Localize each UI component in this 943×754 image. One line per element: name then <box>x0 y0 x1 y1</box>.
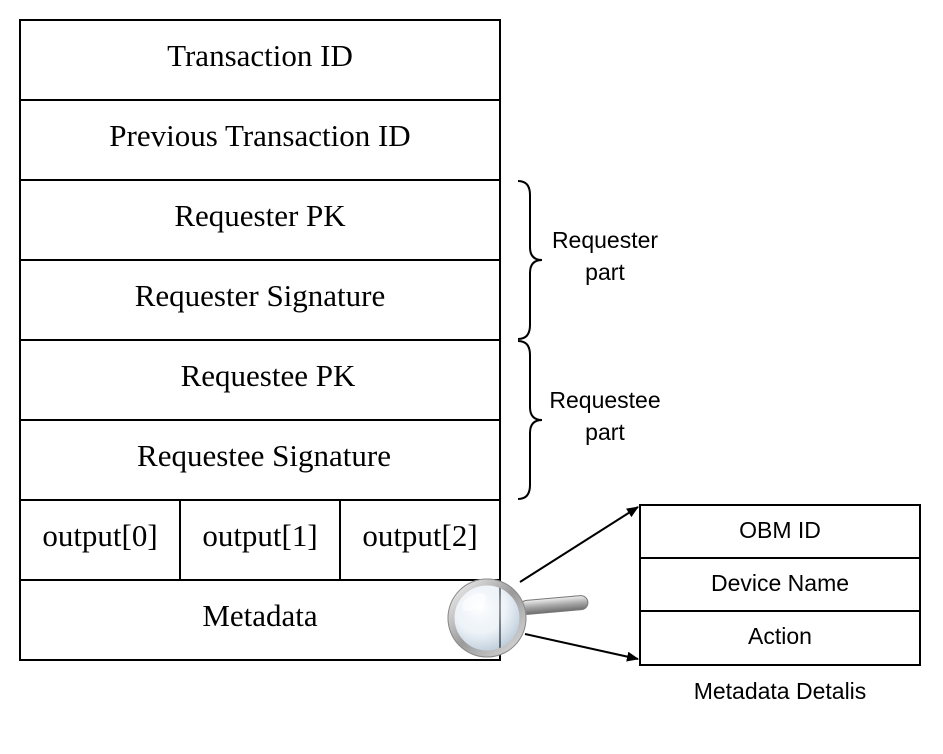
metadata-cell <box>19 579 501 661</box>
requestee-brace <box>517 340 543 500</box>
requester-pk-cell <box>19 179 501 261</box>
output-0-label: output[0] <box>42 518 157 553</box>
magnifying-glass-icon <box>447 578 589 658</box>
requester-part-label-line2: part <box>585 259 625 285</box>
transaction-table: Transaction ID Previous Transaction ID R… <box>19 19 501 661</box>
previous-transaction-id-cell <box>19 99 501 181</box>
requester-part-label-line1: Requester <box>552 227 658 253</box>
arrow-to-details-bottom <box>524 633 639 662</box>
requester-signature-label: Requester Signature <box>135 278 386 313</box>
requester-pk-label: Requester PK <box>174 198 346 233</box>
output-1-label: output[1] <box>202 518 317 553</box>
requestee-part-label-line2: part <box>585 419 625 445</box>
metadata-label: Metadata <box>202 598 318 633</box>
metadata-details-table: OBM ID Device Name Action <box>639 504 921 666</box>
requestee-part-label-line1: Requestee <box>549 387 660 413</box>
output-1-cell <box>179 499 341 581</box>
requester-signature-cell <box>19 259 501 341</box>
action-cell <box>639 610 921 666</box>
requestee-signature-label: Requestee Signature <box>137 438 391 473</box>
transaction-id-cell <box>19 19 501 101</box>
action-label: Action <box>748 623 812 649</box>
output-2-label: output[2] <box>362 518 477 553</box>
obm-id-label: OBM ID <box>739 517 821 543</box>
previous-transaction-id-label: Previous Transaction ID <box>109 118 410 153</box>
metadata-details-caption: Metadata Detalis <box>694 678 867 704</box>
requestee-signature-cell <box>19 419 501 501</box>
arrow-to-details-top <box>519 506 639 583</box>
requester-brace <box>517 180 543 340</box>
device-name-cell <box>639 557 921 612</box>
device-name-label: Device Name <box>711 570 849 596</box>
requestee-pk-label: Requestee PK <box>181 358 356 393</box>
transaction-id-label: Transaction ID <box>167 38 353 73</box>
